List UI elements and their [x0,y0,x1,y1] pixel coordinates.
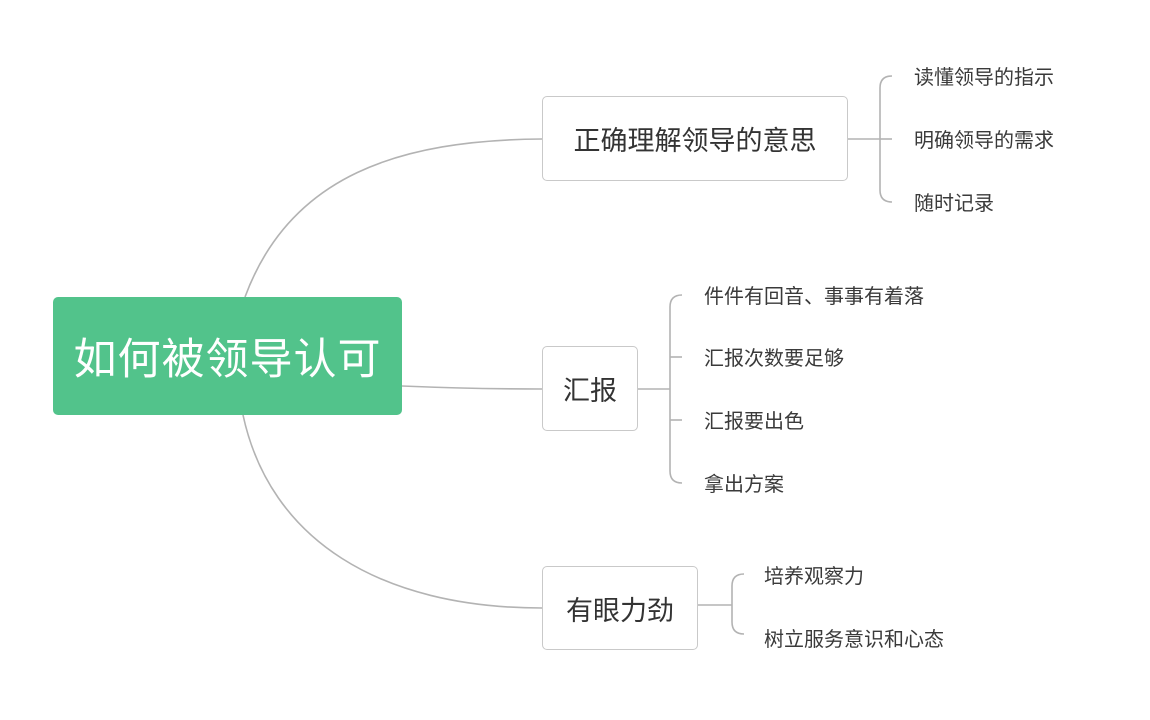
root-to-topic-3-connector [242,414,543,609]
subtopic-item[interactable]: 件件有回音、事事有着落 [704,284,924,308]
root-to-topic-2-connector [401,385,543,390]
subtopic-item[interactable]: 汇报次数要足够 [704,346,844,370]
subtopic-item[interactable]: 培养观察力 [764,564,864,588]
root-topic-label: 如何被领导认可 [73,335,382,385]
subtopic-item[interactable]: 读懂领导的指示 [914,65,1054,89]
subtopic-item[interactable]: 树立服务意识和心态 [764,627,944,651]
subtopic-item[interactable]: 拿出方案 [704,472,784,496]
topic-1-bracket [848,75,893,203]
topic-perceptiveness[interactable]: 有眼力劲 [542,566,698,650]
subtopic-item[interactable]: 随时记录 [914,191,994,215]
topic-label: 有眼力劲 [566,595,674,627]
topic-3-bracket [698,573,745,635]
topic-2-bracket [638,294,683,484]
subtopic-item[interactable]: 明确领导的需求 [914,128,1054,152]
topic-understand-leader[interactable]: 正确理解领导的意思 [542,96,848,181]
topic-label: 汇报 [563,376,617,407]
topic-report[interactable]: 汇报 [542,346,638,431]
subtopic-item[interactable]: 汇报要出色 [704,409,804,433]
root-to-topic-1-connector [244,138,543,298]
topic-label: 正确理解领导的意思 [573,126,817,157]
root-topic[interactable]: 如何被领导认可 [53,297,402,415]
